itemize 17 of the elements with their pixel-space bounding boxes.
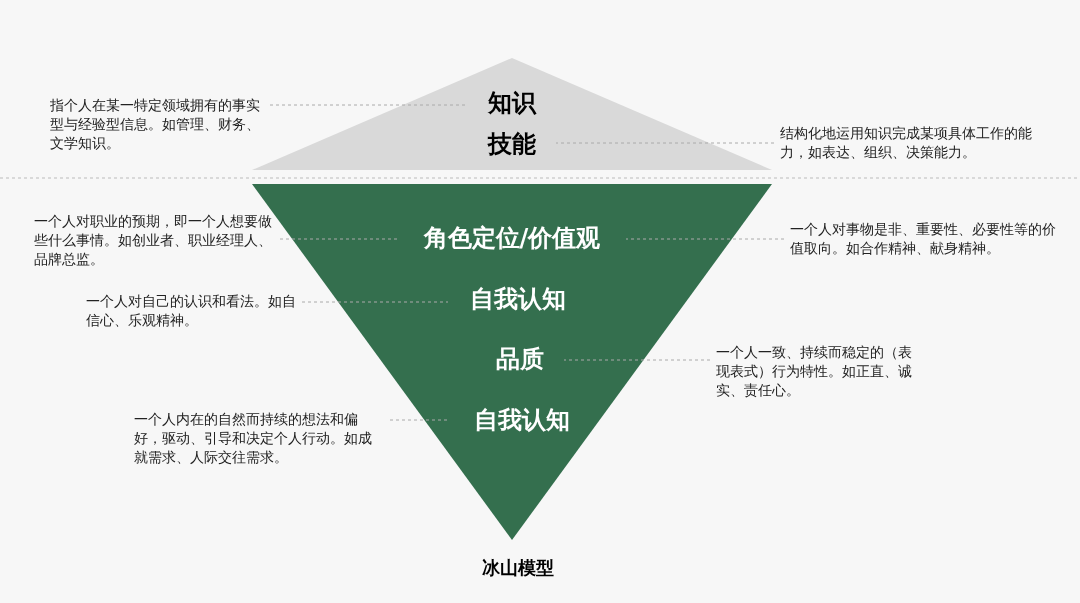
- layer-label: 自我认知: [454, 404, 590, 436]
- layer-label: 技能: [472, 129, 552, 159]
- layer-label: 知识: [472, 88, 552, 118]
- layer-label: 角色定位/价值观: [402, 222, 622, 254]
- description-text: 指个人在某一特定领域拥有的事实型与经验型信息。如管理、财务、文学知识。: [50, 96, 264, 156]
- leader-line: [625, 238, 785, 240]
- caption: 冰山模型: [481, 556, 555, 580]
- layer-label: 品质: [480, 343, 560, 375]
- description-text: 一个人一致、持续而稳定的（表现表式）行为特性。如正直、诚实、责任心。: [716, 343, 916, 403]
- layer-label: 自我认知: [452, 283, 584, 315]
- description-text: 一个人对职业的预期，即一个人想要做些什么事情。如创业者、职业经理人、品牌总监。: [34, 212, 274, 272]
- leader-line: [563, 359, 711, 361]
- description-text: 一个人对自己的认识和看法。如自信心、乐观精神。: [86, 292, 296, 334]
- leader-line: [301, 301, 449, 303]
- description-text: 一个人对事物是非、重要性、必要性等的价值取向。如合作精神、献身精神。: [790, 220, 1060, 262]
- description-text: 结构化地运用知识完成某项具体工作的能力，如表达、组织、决策能力。: [780, 124, 1050, 166]
- description-text: 一个人内在的自然而持续的想法和偏好，驱动、引导和决定个人行动。如成就需求、人际交往需求。: [134, 410, 384, 470]
